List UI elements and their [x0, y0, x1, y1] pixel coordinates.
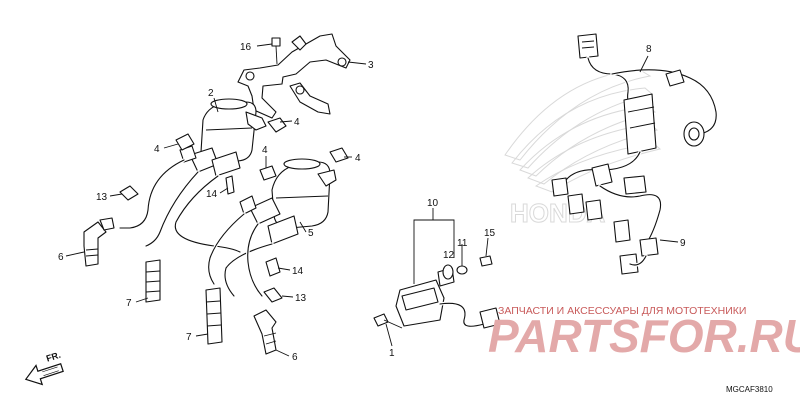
- callout-14-lower: 14: [292, 266, 304, 277]
- watermark-caption: ЗАПЧАСТИ И АКСЕССУАРЫ ДЛЯ МОТОТЕХНИКИ: [498, 305, 746, 317]
- bracket-part-3: [237, 33, 351, 119]
- callout-8: 8: [646, 44, 652, 55]
- ignition-coil-part-2: [179, 98, 267, 177]
- callout-4-right: 4: [355, 153, 361, 164]
- callout-13-lower: 13: [295, 293, 307, 304]
- control-unit-part-10: [395, 267, 501, 329]
- callout-13-upper: 13: [96, 192, 108, 203]
- watermark-brand: PARTSFOR.RU: [488, 310, 800, 362]
- collar-part-11: [456, 265, 468, 275]
- callout-9: 9: [680, 238, 686, 249]
- callout-15: 15: [484, 228, 496, 239]
- plug-cap-part-7-a: [145, 259, 161, 303]
- front-direction-arrow: FR.: [24, 350, 64, 386]
- grommet-part-12: [442, 264, 454, 280]
- callout-12: 12: [443, 250, 455, 261]
- bolt-part-15: [479, 255, 493, 267]
- rubber-part-4-top: [267, 117, 287, 133]
- callout-5: 5: [308, 228, 314, 239]
- wire-harness-part-8: [551, 33, 718, 275]
- callout-4-mid: 4: [262, 145, 268, 156]
- rubber-part-4-left: [175, 133, 195, 151]
- high-tension-leads: [118, 158, 274, 298]
- callout-numbers: 16 3 2 4 4 4 4 13 14 5 6 14 7 13 7 6 1 1…: [58, 42, 686, 363]
- callout-6-left: 6: [58, 252, 64, 263]
- bolt-part-14-lower: [265, 257, 281, 277]
- plug-cap-part-7-b: [205, 287, 223, 345]
- rubber-part-4-mid: [259, 165, 277, 181]
- callout-16: 16: [240, 42, 252, 53]
- callout-6-right: 6: [292, 352, 298, 363]
- callout-7-upper: 7: [126, 298, 132, 309]
- front-arrow-label: FR.: [45, 350, 62, 364]
- leader-lines: [65, 43, 679, 357]
- callout-14-upper: 14: [206, 189, 218, 200]
- callout-1: 1: [389, 348, 395, 359]
- callout-4-left: 4: [154, 144, 160, 155]
- bolt-part-1: [373, 313, 403, 329]
- callout-3: 3: [368, 60, 374, 71]
- callout-2: 2: [208, 88, 214, 99]
- honda-wing-logo: HONDA: [504, 69, 662, 229]
- clip-part-13-lower: [263, 287, 283, 303]
- plug-cap-part-6-left: [83, 217, 115, 267]
- clip-part-13-upper: [119, 185, 139, 201]
- ignition-coil-part-5: [239, 158, 337, 245]
- bolt-part-14-upper: [225, 175, 235, 195]
- collar-part-4-right: [329, 147, 349, 163]
- diagram-code: MGCAF3810: [726, 385, 773, 394]
- plug-cap-part-6-right: [253, 309, 277, 355]
- callout-4-top: 4: [294, 117, 300, 128]
- callout-7-lower: 7: [186, 332, 192, 343]
- callout-10: 10: [427, 198, 439, 209]
- callout-11: 11: [457, 238, 468, 249]
- bolt-part-16: [271, 37, 281, 65]
